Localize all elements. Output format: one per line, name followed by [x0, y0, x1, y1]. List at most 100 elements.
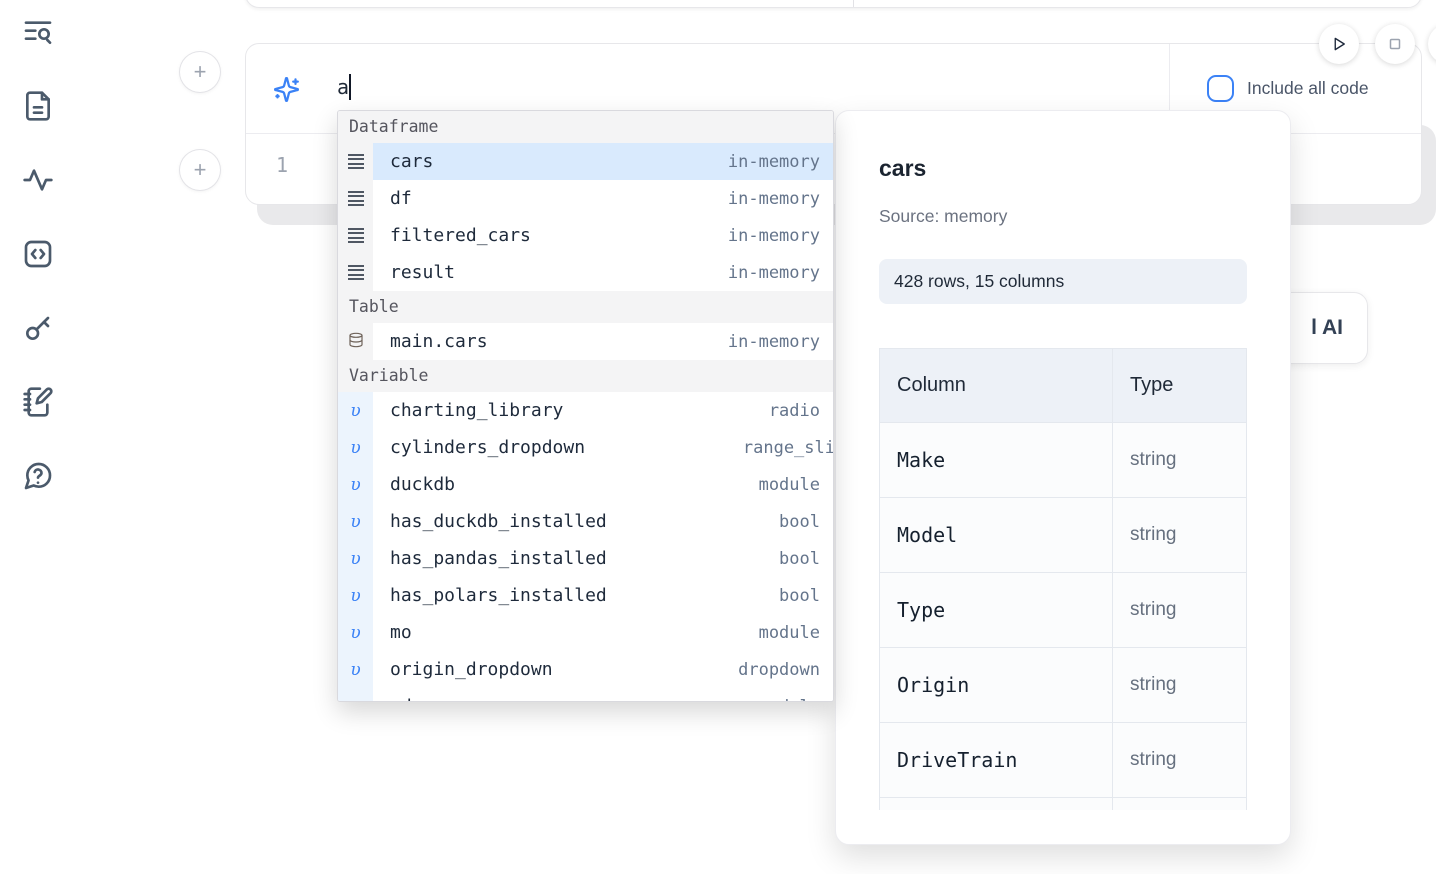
variable-icon: υ [350, 548, 361, 569]
notebook-pen-icon[interactable] [20, 384, 56, 420]
autocomplete-item-name: has_duckdb_installed [390, 511, 607, 532]
schema-column-name-text: Origin [897, 673, 970, 697]
schema-column-type-text: string [1130, 524, 1177, 545]
schema-column-name: DriveTrain [879, 723, 1112, 797]
variable-icon: υ [350, 585, 361, 606]
autocomplete-item-main.cars[interactable]: main.cars in-memory [338, 323, 833, 360]
key-icon[interactable] [20, 310, 56, 346]
schema-column-type: string [1112, 648, 1247, 722]
autocomplete-section-header: Dataframe [338, 111, 833, 143]
variable-icon: υ [350, 697, 360, 702]
autocomplete-item-name: duckdb [390, 474, 456, 495]
shape-badge: 428 rows, 15 columns [879, 259, 1247, 304]
run-cell-button[interactable] [1319, 24, 1359, 64]
previous-cell-divider [853, 0, 854, 7]
variable-icon: υ [350, 511, 361, 532]
include-all-code-checkbox[interactable] [1207, 75, 1234, 102]
autocomplete-item-main: pd module [373, 688, 833, 702]
autocomplete-item-gutter [338, 180, 373, 217]
schema-column-name: Origin [879, 648, 1112, 722]
code-editor-row[interactable]: 1 [246, 134, 1421, 204]
schema-column-name-text: Type [897, 598, 946, 622]
autocomplete-item-name: pd [373, 696, 412, 701]
autocomplete-item-duckdb[interactable]: υ duckdb module [338, 466, 833, 503]
autocomplete-item-gutter [338, 217, 373, 254]
autocomplete-item-pd[interactable]: υ pd module [338, 688, 833, 702]
schema-row-Origin: Origin string [879, 648, 1247, 723]
autocomplete-item-name: cylinders_dropdown [390, 437, 586, 458]
autocomplete-item-cylinders_dropdown[interactable]: υ cylinders_dropdown range_sli [338, 429, 833, 466]
add-cell-button-bottom[interactable]: + [180, 150, 220, 190]
schema-row-Make: Make string [879, 423, 1247, 498]
list-search-icon[interactable] [20, 14, 56, 50]
schema-column-type: string [1112, 498, 1247, 572]
variable-icon: υ [350, 437, 361, 458]
schema-column-type-text: string [1130, 449, 1177, 470]
autocomplete-item-main: duckdb module [373, 466, 833, 503]
autocomplete-item-gutter: υ [338, 503, 373, 540]
autocomplete-item-type: dropdown [738, 659, 820, 680]
autocomplete-item-type: bool [779, 511, 820, 532]
schema-header-type: Type [1112, 349, 1247, 422]
activity-icon[interactable] [20, 162, 56, 198]
schema-row-Model: Model string [879, 498, 1247, 573]
file-text-icon[interactable] [20, 88, 56, 124]
autocomplete-item-type: module [758, 474, 820, 495]
prompt-divider [1169, 44, 1170, 133]
autocomplete-item-name: has_pandas_installed [390, 548, 607, 569]
autocomplete-item-gutter: υ [338, 466, 373, 503]
add-cell-button-top[interactable]: + [180, 52, 220, 92]
schema-row-partial [879, 798, 1247, 810]
more-actions-button[interactable] [1428, 24, 1436, 64]
previous-cell-bottom [245, 0, 1422, 8]
schema-column-type-text: string [1130, 749, 1177, 770]
schema-column-name-text: Make [897, 448, 946, 472]
ai-action-card-label: l AI [1311, 316, 1343, 339]
schema-column-name: Model [879, 498, 1112, 572]
help-chat-icon[interactable] [20, 458, 56, 494]
variable-icon: υ [350, 474, 361, 495]
schema-column-name: Make [879, 423, 1112, 497]
schema-column-type: string [1112, 723, 1247, 797]
dataframe-icon [347, 154, 364, 169]
code-square-icon[interactable] [20, 236, 56, 272]
autocomplete-item-type: bool [779, 548, 820, 569]
autocomplete-item-type: bool [779, 585, 820, 606]
schema-header-type-text: Type [1130, 374, 1174, 396]
schema-column-name-text: DriveTrain [897, 748, 1018, 772]
dataframe-icon [347, 228, 364, 243]
stop-button[interactable] [1375, 24, 1415, 64]
autocomplete-item-gutter: υ [338, 392, 373, 429]
autocomplete-item-type: in-memory [727, 331, 820, 352]
autocomplete-item-type: range_sli [742, 437, 834, 458]
variable-icon: υ [350, 622, 361, 643]
ai-prompt-input[interactable]: a [337, 74, 352, 100]
autocomplete-item-name: cars [390, 151, 434, 172]
autocomplete-item-name: df [390, 188, 412, 209]
autocomplete-item-name: origin_dropdown [390, 659, 553, 680]
autocomplete-item-has_pandas_installed[interactable]: υ has_pandas_installed bool [338, 540, 833, 577]
autocomplete-item-gutter: υ [338, 540, 373, 577]
autocomplete-item-df[interactable]: df in-memory [338, 180, 833, 217]
autocomplete-item-type: in-memory [727, 188, 820, 209]
autocomplete-item-type: in-memory [727, 262, 820, 283]
autocomplete-item-has_duckdb_installed[interactable]: υ has_duckdb_installed bool [338, 503, 833, 540]
autocomplete-item-type: module [759, 697, 833, 702]
schema-column-type [1112, 798, 1247, 810]
dataframe-preview-panel: cars Source: memory 428 rows, 15 columns… [835, 110, 1291, 845]
schema-column-name [879, 798, 1112, 810]
autocomplete-item-main: main.cars in-memory [373, 323, 833, 360]
autocomplete-item-name: main.cars [390, 331, 488, 352]
